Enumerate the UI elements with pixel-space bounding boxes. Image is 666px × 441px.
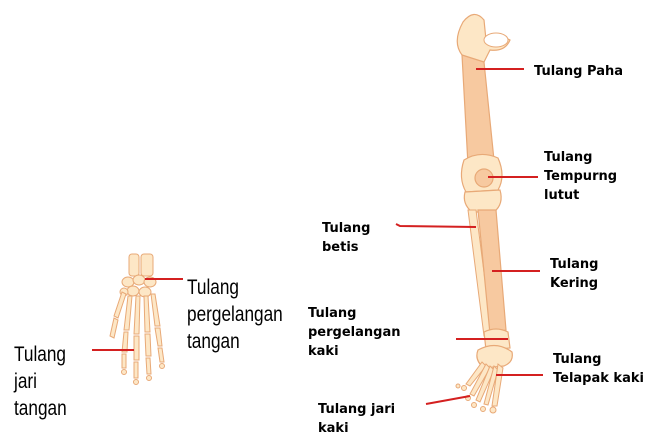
label-carpal: Tulang pergelangan tangan xyxy=(187,274,283,355)
label-patella: Tulang Tempurng lutut xyxy=(544,148,617,205)
tibia-top xyxy=(464,190,501,212)
pointer-fibula xyxy=(396,224,476,227)
label-tarsal: Tulang pergelangan kaki xyxy=(308,304,400,361)
finger-bones xyxy=(122,294,165,385)
label-femur: Tulang Paha xyxy=(534,62,623,81)
foot-toes xyxy=(456,362,503,413)
femur-shaft xyxy=(462,55,494,165)
hand-skeleton xyxy=(110,254,165,385)
label-finger: Tulang jari tangan xyxy=(14,341,67,422)
label-tibia: Tulang Kering xyxy=(550,255,598,293)
label-metatarsal: Tulang Telapak kaki xyxy=(553,350,644,388)
leg-skeleton xyxy=(456,14,512,413)
label-fibula: Tulang betis xyxy=(322,219,370,257)
label-toe: Tulang jari kaki xyxy=(318,400,395,438)
pointer-toe xyxy=(426,396,470,404)
hip-socket xyxy=(484,33,508,47)
